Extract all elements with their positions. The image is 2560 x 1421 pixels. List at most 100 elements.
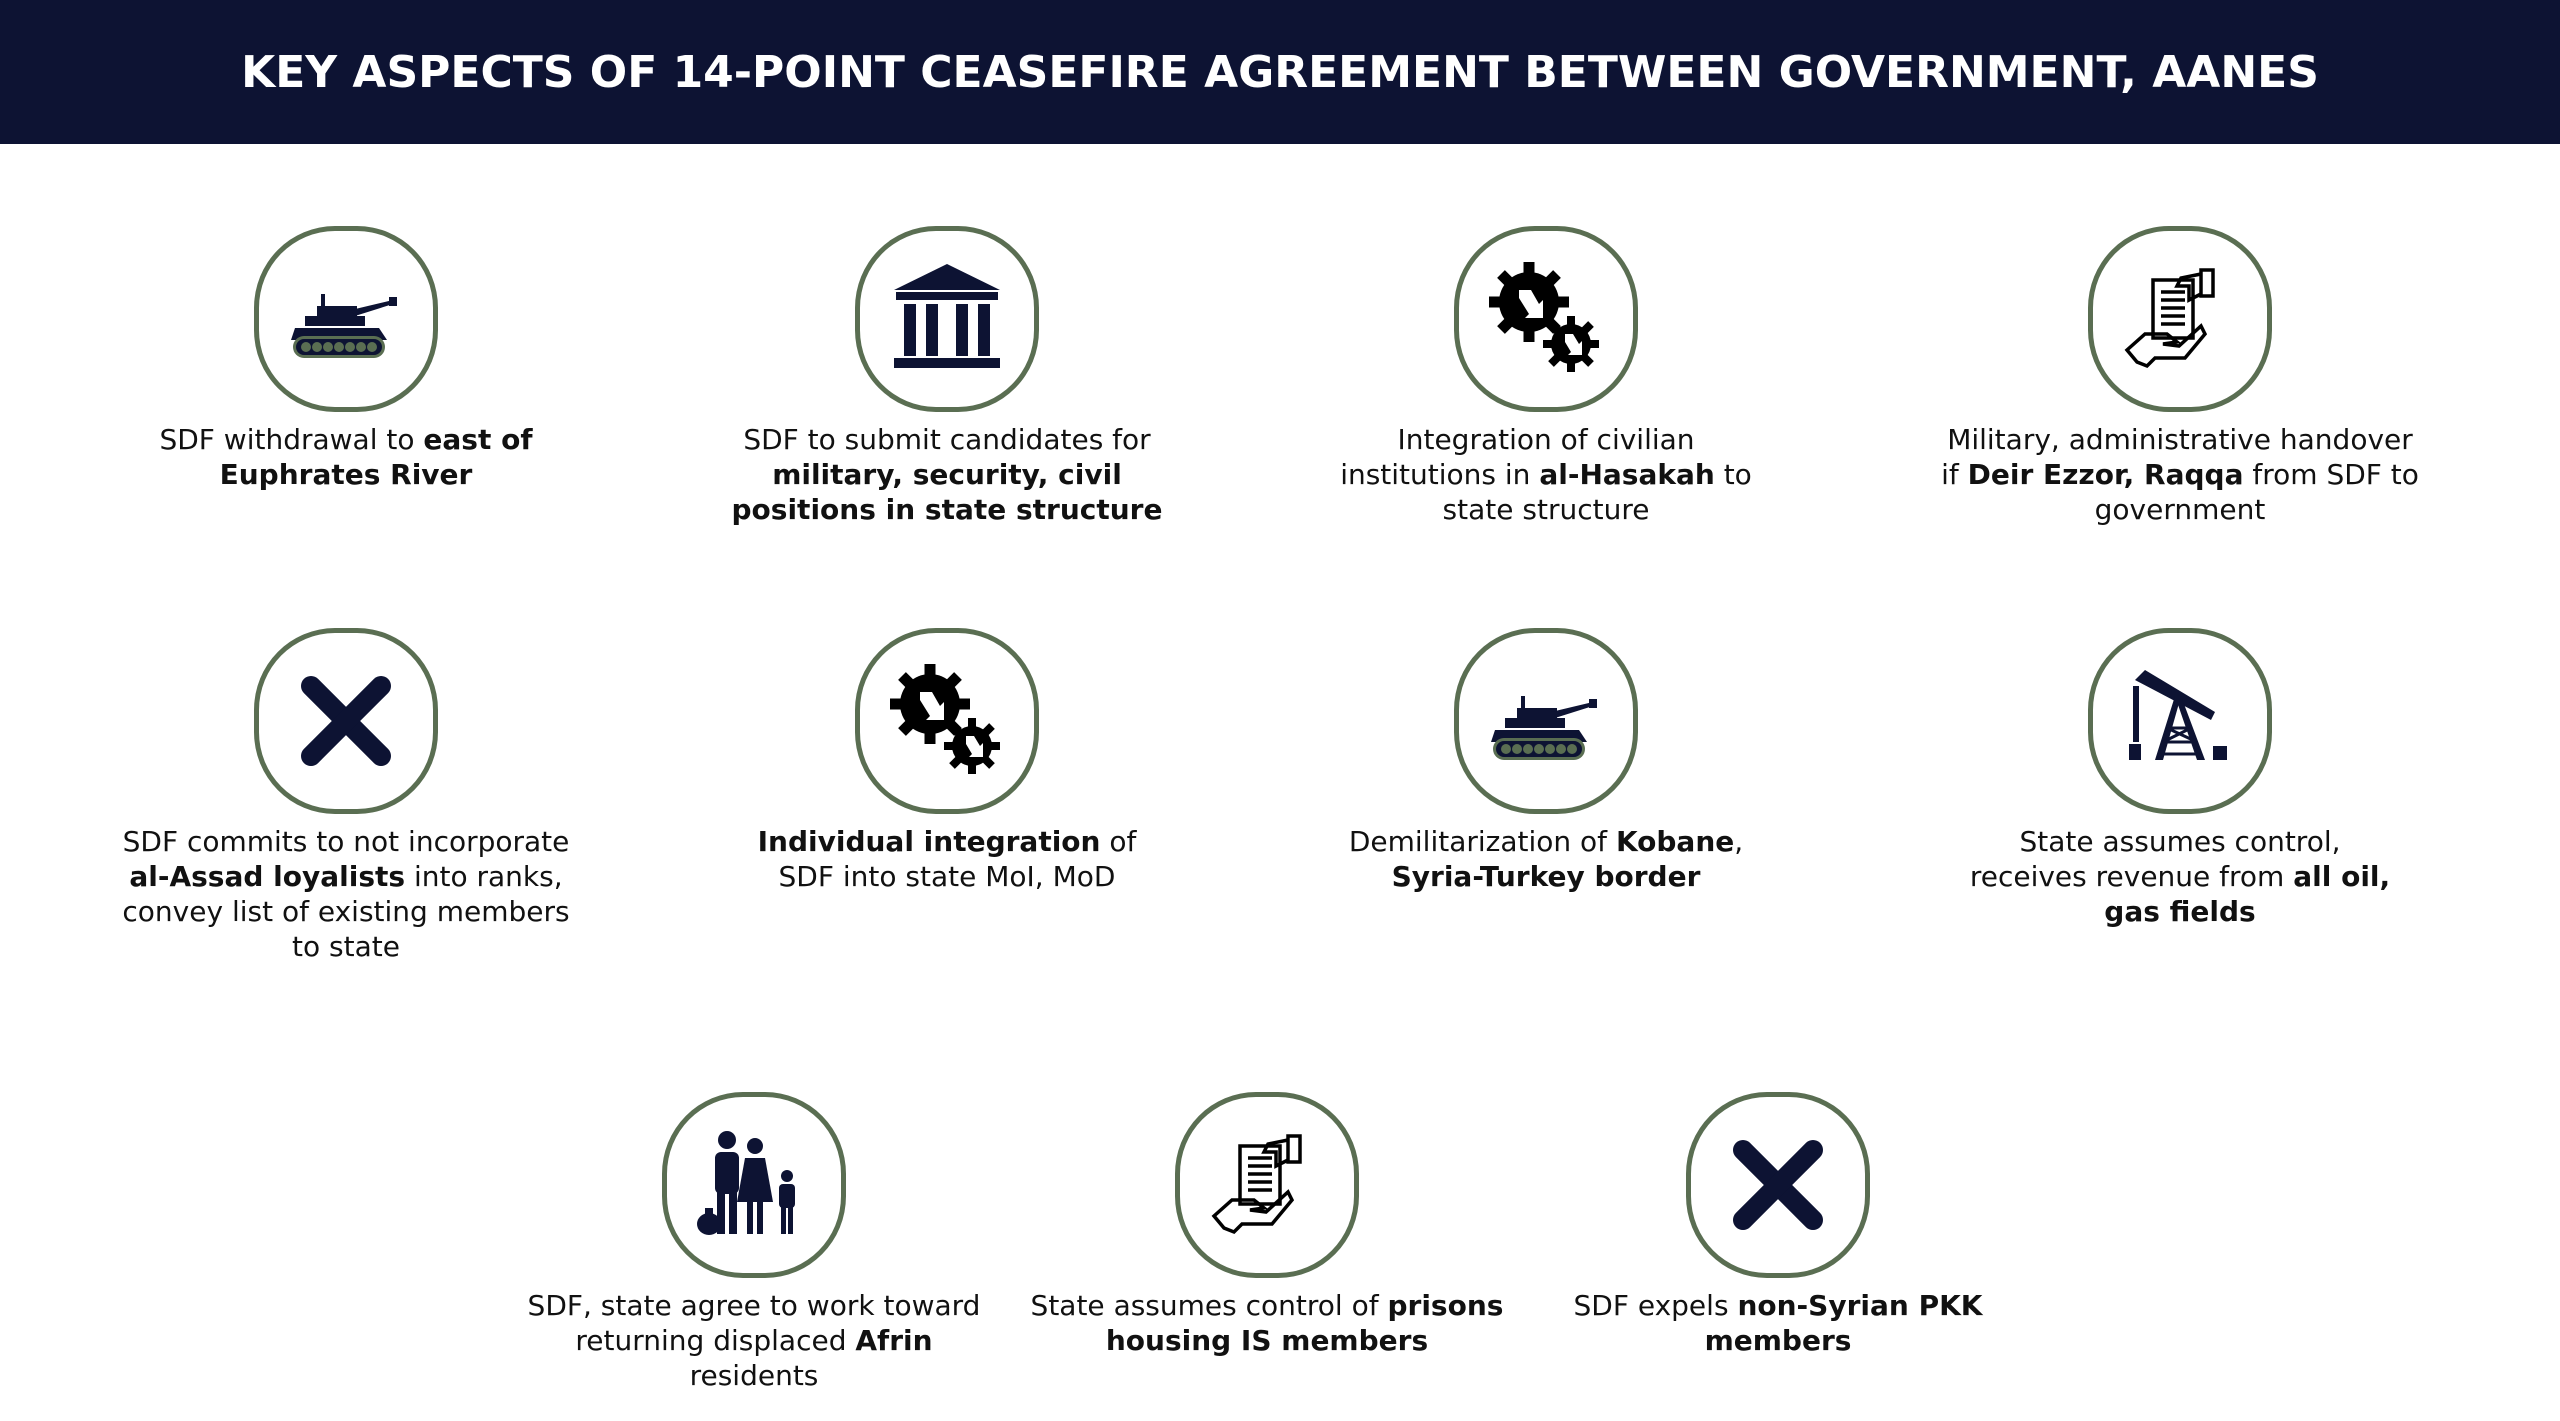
- text-segment: State assumes control of: [1030, 1289, 1388, 1322]
- text-segment: Integration of civilian: [1397, 423, 1695, 456]
- bold-text: east of: [423, 423, 533, 456]
- bold-text: al-Hasakah: [1539, 458, 1715, 491]
- text-line: State assumes control of prisons: [1031, 1288, 1504, 1323]
- bold-text: housing IS members: [1105, 1324, 1429, 1357]
- text-line: Euphrates River: [159, 457, 532, 492]
- bold-text: Euphrates River: [219, 458, 473, 491]
- text-segment: from SDF to: [2243, 458, 2419, 491]
- x-icon: [1733, 1140, 1823, 1230]
- text-line: residents: [528, 1358, 981, 1393]
- text-line: State assumes control,: [1970, 824, 2390, 859]
- text-segment: returning displaced: [575, 1324, 856, 1357]
- page-title: KEY ASPECTS OF 14-POINT CEASEFIRE AGREEM…: [241, 46, 2319, 98]
- text-segment: SDF commits to not incorporate: [122, 825, 570, 858]
- text-line: SDF commits to not incorporate: [122, 824, 570, 859]
- oil-pump-icon: [2129, 670, 2227, 760]
- text-line: positions in state structure: [732, 492, 1163, 527]
- text-segment: to: [1714, 458, 1752, 491]
- bold-text: Deir Ezzor, Raqqa: [1967, 458, 2244, 491]
- text-line: military, security, civil: [732, 457, 1163, 492]
- icon-frame: [662, 1092, 846, 1278]
- bold-text: non-Syrian PKK: [1737, 1289, 1983, 1322]
- bold-text: Kobane: [1615, 825, 1735, 858]
- text-segment: Demilitarization of: [1348, 825, 1616, 858]
- text-line: state structure: [1340, 492, 1752, 527]
- tank-icon: [1491, 696, 1597, 760]
- text-line: SDF, state agree to work toward: [528, 1288, 981, 1323]
- bold-text: gas fields: [2104, 895, 2256, 928]
- text-line: returning displaced Afrin: [528, 1323, 981, 1358]
- gears-icon: [1489, 262, 1599, 372]
- icon-frame: [1454, 628, 1638, 814]
- tank-icon: [291, 294, 397, 358]
- icon-frame: [2088, 226, 2272, 412]
- text-line: Demilitarization of Kobane,: [1349, 824, 1743, 859]
- text-line: Integration of civilian: [1340, 422, 1752, 457]
- text-segment: SDF into state MoI, MoD: [778, 860, 1116, 893]
- text-segment: to state: [292, 930, 400, 963]
- bold-text: prisons: [1387, 1289, 1504, 1322]
- government-building-icon: [894, 264, 1000, 368]
- bold-text: Syria-Turkey border: [1391, 860, 1701, 893]
- text-segment: SDF, state agree to work toward: [527, 1289, 981, 1322]
- text-line: housing IS members: [1031, 1323, 1504, 1358]
- bold-text: positions in state structure: [731, 493, 1163, 526]
- text-segment: SDF withdrawal to: [159, 423, 424, 456]
- bold-text: members: [1704, 1324, 1852, 1357]
- text-line: SDF into state MoI, MoD: [758, 859, 1137, 894]
- text-segment: Military, administrative handover: [1947, 423, 2413, 456]
- text-segment: SDF expels: [1573, 1289, 1738, 1322]
- text-line: to state: [122, 929, 569, 964]
- header-banner: KEY ASPECTS OF 14-POINT CEASEFIRE AGREEM…: [0, 0, 2560, 144]
- text-segment: into ranks,: [405, 860, 563, 893]
- text-segment: of: [1100, 825, 1137, 858]
- x-icon: [301, 676, 391, 766]
- document-handover-icon: [1211, 1134, 1302, 1235]
- text-segment: institutions in: [1340, 458, 1540, 491]
- icon-frame: [254, 628, 438, 814]
- text-line: receives revenue from all oil,: [1970, 859, 2390, 894]
- aspect-description: State assumes control,receives revenue f…: [1970, 824, 2390, 929]
- text-line: al-Assad loyalists into ranks,: [122, 859, 569, 894]
- text-line: government: [1941, 492, 2419, 527]
- text-segment: convey list of existing members: [122, 895, 570, 928]
- text-line: Individual integration of: [758, 824, 1137, 859]
- text-line: Syria-Turkey border: [1349, 859, 1743, 894]
- aspect-description: Demilitarization of Kobane,Syria-Turkey …: [1349, 824, 1743, 894]
- text-line: SDF withdrawal to east of: [159, 422, 532, 457]
- icon-frame: [855, 628, 1039, 814]
- bold-text: military, security, civil: [772, 458, 1122, 491]
- icon-frame: [1454, 226, 1638, 412]
- text-line: Military, administrative handover: [1941, 422, 2419, 457]
- text-line: SDF expels non-Syrian PKK: [1574, 1288, 1983, 1323]
- icon-frame: [254, 226, 438, 412]
- icon-frame: [1175, 1092, 1359, 1278]
- text-line: institutions in al-Hasakah to: [1340, 457, 1752, 492]
- bold-text: all oil,: [2293, 860, 2391, 893]
- bold-text: al-Assad loyalists: [129, 860, 406, 893]
- text-line: members: [1574, 1323, 1983, 1358]
- text-segment: state structure: [1442, 493, 1650, 526]
- text-segment: receives revenue from: [1969, 860, 2294, 893]
- text-line: if Deir Ezzor, Raqqa from SDF to: [1941, 457, 2419, 492]
- icon-frame: [2088, 628, 2272, 814]
- aspect-item: Demilitarization of Kobane,Syria-Turkey …: [1286, 628, 1806, 894]
- text-segment: government: [2094, 493, 2266, 526]
- icon-frame: [855, 226, 1039, 412]
- family-icon: [697, 1131, 795, 1235]
